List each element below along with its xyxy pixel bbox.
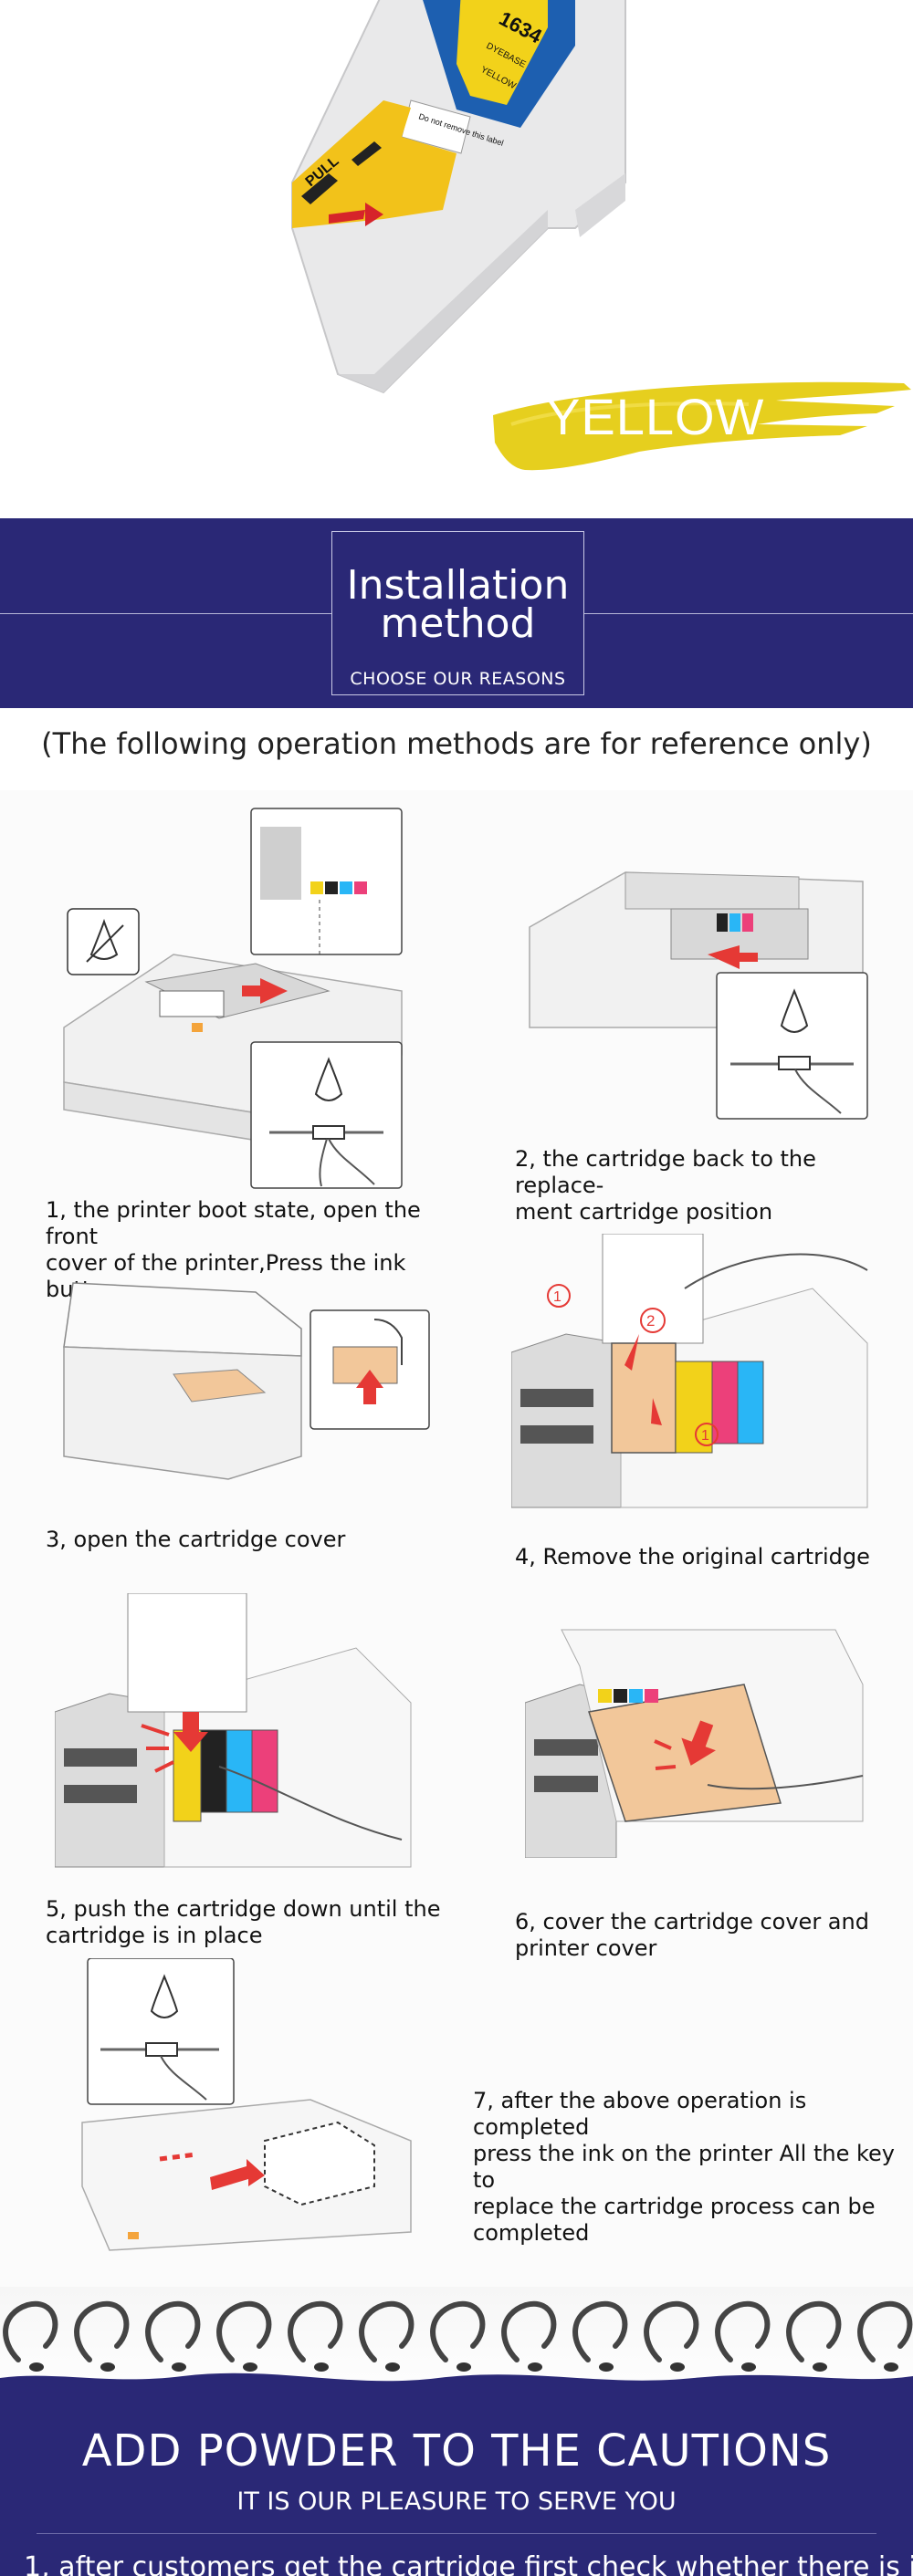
step-5-line1: 5, push the cartridge down until the [46,1896,441,1922]
step-5-caption: 5, push the cartridge down until the car… [46,1896,466,1949]
step-2-caption: 2, the cartridge back to the replace- me… [515,1146,908,1225]
step-4-caption: 4, Remove the original cartridge [515,1544,908,1570]
step-6-line1: 6, cover the cartridge cover and [515,1909,869,1935]
cautions-section: ADD POWDER TO THE CAUTIONS IT IS OUR PLE… [0,2405,913,2576]
reference-note: (The following operation methods are for… [41,726,872,761]
step-4-illustration: 1 2 1 [511,1234,868,1508]
step-5-illustration [55,1593,412,1868]
installation-title: Installation method [332,562,583,647]
step-5-line2: cartridge is in place [46,1923,263,1948]
step-4-line1: 4, Remove the original cartridge [515,1544,870,1570]
step-2-line2: ment cartridge position [515,1199,773,1225]
ink-cartridge-image: 1634 DYEBASE YELLOW Do not remove this l… [291,0,626,394]
cautions-divider [37,2533,876,2534]
step-7-line1: 7, after the above operation is complete… [473,2088,807,2140]
color-name-banner: YELLOW [546,388,765,445]
product-hero: 1634 DYEBASE YELLOW Do not remove this l… [0,0,913,518]
installation-subtitle: CHOOSE OUR REASONS [350,669,566,689]
marker-2: 2 [646,1312,655,1330]
divider-right [584,613,913,614]
step-7-line3: replace the cartridge process can be [473,2194,876,2219]
step-7-illustration [81,1958,412,2251]
step-1-illustration [63,808,403,1189]
yellow-brush-stroke [493,381,911,471]
step-3-line1: 3, open the cartridge cover [46,1527,346,1552]
step-2-illustration [529,871,868,1120]
step-7-line2: press the ink on the printer All the key… [473,2141,895,2193]
installation-banner: Installation method CHOOSE OUR REASONS [0,518,913,708]
installation-steps: 1, the printer boot state, open the fron… [0,790,913,2287]
step-6-illustration [525,1629,864,1858]
installation-title-line1: Installation [346,562,570,609]
step-7-caption: 7, after the above operation is complete… [473,2088,902,2247]
step-3-illustration [63,1282,430,1480]
step-6-line2: printer cover [515,1935,657,1961]
step-7-line4: completed [473,2220,590,2246]
step-1-caption: 1, the printer boot state, open the fron… [46,1197,466,1303]
cautions-subtitle: IT IS OUR PLEASURE TO SERVE YOU [236,2487,677,2516]
step-6-caption: 6, cover the cartridge cover and printer… [515,1909,908,1962]
marker-1b: 1 [701,1428,709,1444]
step-3-caption: 3, open the cartridge cover [46,1527,466,1553]
step-2-line1: 2, the cartridge back to the replace- [515,1146,816,1198]
marker-1a: 1 [553,1289,561,1305]
cautions-title: ADD POWDER TO THE CAUTIONS [81,2425,832,2477]
caution-item-1: 1, after customers get the cartridge fir… [24,2551,913,2576]
step-1-line1: 1, the printer boot state, open the fron… [46,1197,421,1249]
spiral-binding-decoration [0,2287,913,2405]
installation-title-box: Installation method CHOOSE OUR REASONS [331,531,584,695]
divider-left [0,613,331,614]
installation-title-line2: method [380,600,536,647]
